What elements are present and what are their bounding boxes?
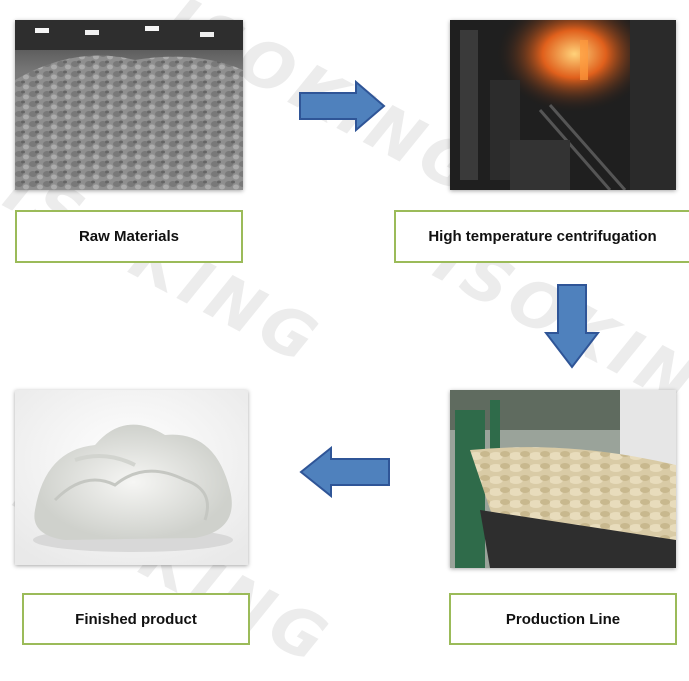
production-line-photo [450,390,676,568]
step-label-high-temperature-centrifugation: High temperature centrifugation [394,210,689,263]
step-label-raw-materials: Raw Materials [15,210,243,263]
centrifugation-photo [450,20,676,190]
finished-product-photo [15,390,248,565]
raw-materials-photo [15,20,243,190]
arrow-left-icon [299,446,391,498]
step-label-finished-product: Finished product [22,593,250,645]
arrow-right-icon [298,80,386,132]
arrow-down-icon [544,283,600,369]
step-label-production-line: Production Line [449,593,677,645]
